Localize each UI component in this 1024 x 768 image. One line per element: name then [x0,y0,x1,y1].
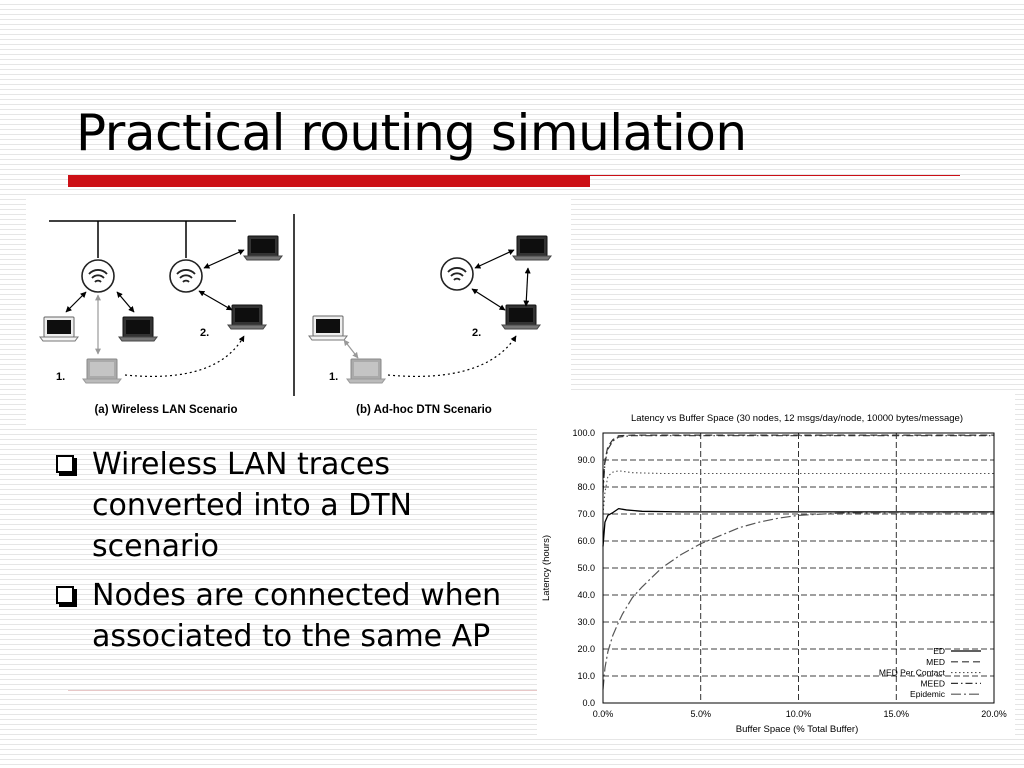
access-point-icon [169,259,203,293]
step-1-label: 1. [329,371,338,383]
title-rule [590,175,960,176]
y-tick-label: 50.0 [577,563,595,573]
legend-label: Epidemic [910,689,946,699]
y-tick-label: 90.0 [577,455,595,465]
series-line-meed [602,435,994,493]
laptop-icon [243,235,283,261]
title-accent-bar [68,175,590,187]
series-line-ed [602,507,994,547]
latency-chart: Latency vs Buffer Space (30 nodes, 12 ms… [537,392,1015,738]
bullet-item: Nodes are connected when associated to t… [52,575,522,657]
slide-title: Practical routing simulation [76,104,747,162]
series-line-epidemic [602,512,994,690]
plot-frame [602,432,995,704]
y-tick-label: 20.0 [577,644,595,654]
chart-grid [603,433,994,703]
y-tick-label: 80.0 [577,482,595,492]
y-tick-label: 10.0 [577,671,595,681]
wlan-scenario: 1. 2. (a) Wireless LAN Scenario [39,220,283,416]
dtn-scenario: 1. 2. (b) Ad-hoc DTN Scenario [308,235,552,416]
laptop-icon [501,304,541,330]
x-tick-label: 5.0% [690,709,711,719]
y-tick-label: 60.0 [577,536,595,546]
legend-label: ED [933,646,945,656]
network-scenario-diagram: 1. 2. (a) Wireless LAN Scenario 1. 2. (b… [26,198,571,426]
step-2-label: 2. [200,327,209,339]
caption-wireless-lan: (a) Wireless LAN Scenario [94,404,237,416]
laptop-icon [39,316,79,342]
bullet-item: Wireless LAN traces converted into a DTN… [52,444,522,567]
bullet-list: Wireless LAN traces converted into a DTN… [52,444,522,665]
legend-label: MED [926,657,945,667]
y-tick-label: 40.0 [577,590,595,600]
x-tick-label: 20.0% [981,709,1007,719]
x-tick-label: 15.0% [883,709,909,719]
laptop-icon [227,304,267,330]
laptop-icon [82,358,122,384]
checkbox-bullet-icon [56,586,74,604]
y-tick-label: 100.0 [572,428,595,438]
x-tick-label: 10.0% [786,709,812,719]
laptop-icon [118,316,158,342]
access-point-icon [440,257,474,291]
step-1-label: 1. [56,371,65,383]
caption-adhoc-dtn: (b) Ad-hoc DTN Scenario [356,404,492,416]
footer-rule [68,690,538,691]
x-tick-label: 0.0% [593,709,614,719]
chart-series [602,434,994,690]
chart-ticks: 0.0% 5.0% 10.0% 15.0% 20.0% 0.0 10.0 20.0 30.0 40… [572,428,1006,719]
legend-label: MED Per Contact [879,668,946,678]
y-tick-label: 0.0 [582,698,595,708]
y-tick-label: 70.0 [577,509,595,519]
bullet-text: Nodes are connected when associated to t… [92,578,502,654]
series-line-med-per-contact [602,470,994,515]
x-axis-label: Buffer Space (% Total Buffer) [736,724,859,735]
checkbox-bullet-icon [56,455,74,473]
y-tick-label: 30.0 [577,617,595,627]
step-2-label: 2. [472,327,481,339]
y-axis-label: Latency (hours) [541,535,552,601]
laptop-icon [346,358,386,384]
bullet-text: Wireless LAN traces converted into a DTN… [92,447,412,564]
access-point-icon [81,259,115,293]
chart-title: Latency vs Buffer Space (30 nodes, 12 ms… [631,413,963,424]
legend-label: MEED [920,678,945,688]
laptop-icon [512,235,552,261]
laptop-icon [308,315,348,341]
